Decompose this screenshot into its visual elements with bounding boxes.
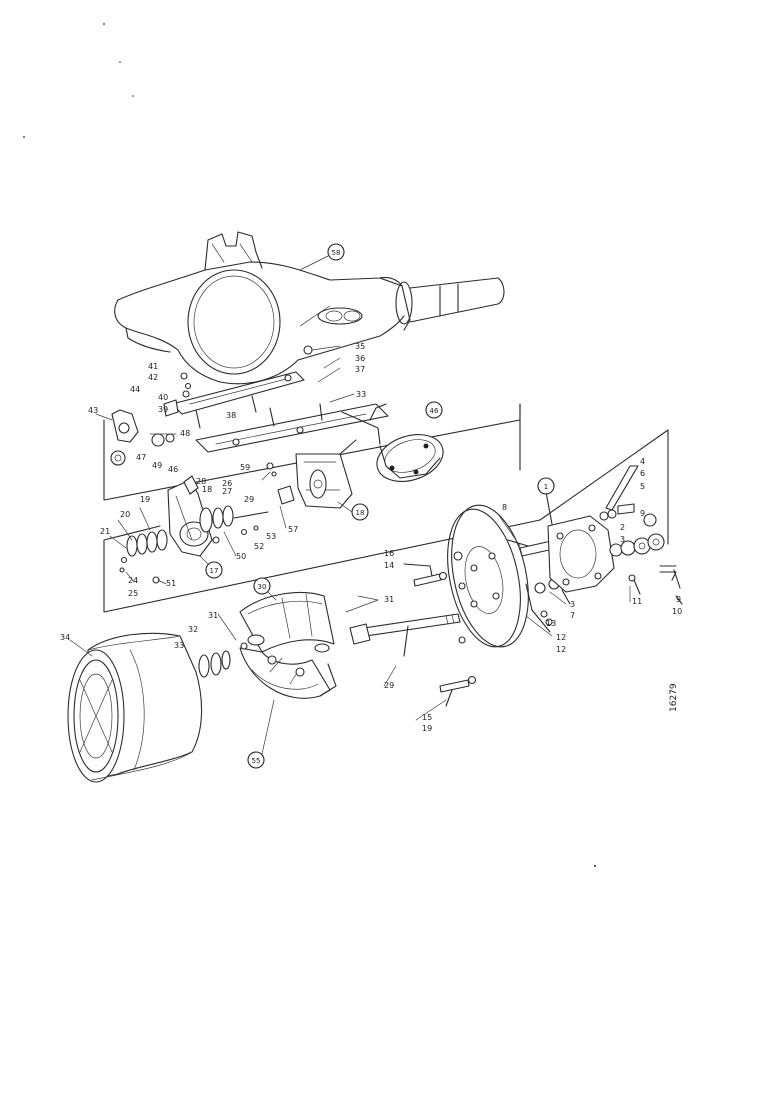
callout-26: 26 [222,479,232,488]
callout-12b: 12 [556,645,566,654]
axle-housing [114,231,505,385]
callout-19b: 19 [422,724,432,733]
callout-7: 7 [570,611,575,620]
callout-53: 53 [266,532,276,541]
svg-text:46: 46 [430,407,439,415]
callout-29: 29 [384,681,394,690]
callout-12: 12 [556,633,566,642]
drawing-code: 16279 [669,683,679,712]
scan-specks [23,23,596,867]
callout-10: 10 [672,607,682,616]
svg-text:55: 55 [252,757,261,765]
circled-callout-55: 55 [247,699,275,769]
callout-20: 20 [120,510,130,519]
callout-59: 59 [240,463,250,472]
callout-18b: 18 [202,485,212,494]
callout-labels: 41 42 44 40 39 38 43 48 47 49 46 35 36 3… [60,342,682,733]
slack-adjuster [167,475,213,557]
callout-8: 8 [502,503,507,512]
callout-32: 32 [188,625,198,634]
callout-40: 40 [158,393,168,402]
callout-44: 44 [130,385,140,394]
callout-50: 50 [236,552,246,561]
brake-shoes [239,591,337,699]
backing-plate [447,504,529,648]
circled-callout-30: 30 [253,577,277,601]
callout-21: 21 [100,527,110,536]
callout-37: 37 [355,365,365,374]
callout-35: 35 [355,342,365,351]
svg-text:58: 58 [332,249,341,257]
callout-49: 49 [152,461,162,470]
callout-16: 16 [384,549,394,558]
brake-bracket [295,439,357,509]
callout-41: 41 [148,362,158,371]
callout-48: 48 [180,429,190,438]
callout-57: 57 [288,525,298,534]
callout-51: 51 [166,579,176,588]
callout-34: 34 [60,633,70,642]
callout-52: 52 [254,542,264,551]
brake-spider [545,491,615,593]
callout-9b: 9 [676,595,681,604]
callout-4: 4 [640,457,645,466]
camshaft-group [103,462,541,613]
callout-39: 39 [158,405,168,414]
circled-callout-58: 58 [299,243,345,271]
callout-43: 43 [88,406,98,415]
callout-47: 47 [136,453,146,462]
callout-42: 42 [148,373,158,382]
small-bolts [403,563,477,707]
callout-14: 14 [384,561,394,570]
callout-19: 19 [140,495,150,504]
circled-callouts: 58 46 18 17 1 30 55 [199,243,555,769]
svg-text:18: 18 [356,509,365,517]
callout-29b: 29 [244,495,254,504]
callout-25: 25 [128,589,138,598]
spring-seat-assembly [103,371,521,501]
callout-33: 33 [174,641,184,650]
svg-text:17: 17 [210,567,219,575]
leader-lines [69,345,631,721]
callout-3b: 3 [620,535,625,544]
callout-38: 38 [226,411,236,420]
callout-6: 6 [640,469,645,478]
svg-text:30: 30 [258,583,267,591]
callout-13: 13 [546,619,556,628]
callout-15: 15 [422,713,432,722]
callout-28: 28 [196,477,206,486]
circled-callout-1: 1 [537,477,555,495]
group-outline [519,403,669,545]
callout-27: 27 [222,487,232,496]
callout-9: 9 [640,509,645,518]
callout-31: 31 [208,611,218,620]
brake-drum [67,632,203,783]
svg-text:1: 1 [544,483,548,491]
callout-3: 3 [570,600,575,609]
callout-5: 5 [640,482,645,491]
circled-callout-18: 18 [337,501,369,521]
callout-33b: 33 [356,390,366,399]
roller-cluster [599,465,683,605]
long-bolt [349,613,461,657]
callout-2b: 2 [620,523,625,532]
brake-chamber [341,403,444,482]
callout-36: 36 [355,354,365,363]
retainer-rings [198,642,248,678]
callout-11: 11 [632,597,642,606]
callout-46b: 46 [168,465,178,474]
circled-callout-46: 46 [425,401,443,419]
callout-31b: 31 [384,595,394,604]
circled-callout-17: 17 [199,555,223,579]
